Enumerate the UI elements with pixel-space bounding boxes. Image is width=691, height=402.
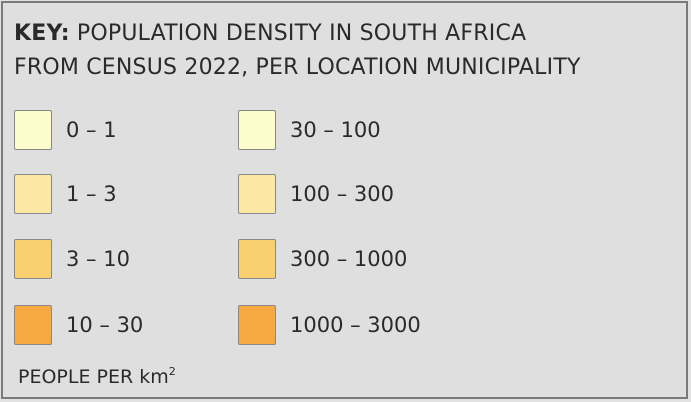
key-label: KEY: [14, 21, 70, 46]
legend-row-1000-3000: 1000 – 3000 [238, 305, 421, 345]
legend-row-30-100: 30 – 100 [238, 110, 381, 150]
legend-label: 10 – 30 [66, 313, 144, 337]
legend-swatch [14, 174, 52, 214]
legend-row-10-30: 10 – 30 [14, 305, 143, 345]
unit-note: PEOPLE PER km2 [18, 365, 176, 388]
legend-label: 30 – 100 [290, 118, 381, 142]
unit-note-text: PEOPLE PER km [18, 366, 169, 388]
legend-swatch [14, 305, 52, 345]
legend-label: 1 – 3 [66, 182, 117, 206]
legend-swatch [14, 239, 52, 279]
legend-swatch [14, 110, 52, 150]
legend-title-line-1: KEY: POPULATION DENSITY IN SOUTH AFRICA [14, 17, 686, 51]
legend-swatch [238, 305, 276, 345]
legend-label: 1000 – 3000 [290, 313, 421, 337]
legend-row-0-1: 0 – 1 [14, 110, 117, 150]
legend-label: 0 – 1 [66, 118, 117, 142]
legend-row-300-1000: 300 – 1000 [238, 239, 407, 279]
legend-label: 100 – 300 [290, 182, 395, 206]
legend-row-100-300: 100 – 300 [238, 174, 394, 214]
legend-swatch [238, 174, 276, 214]
legend-swatch [238, 110, 276, 150]
legend-swatch [238, 239, 276, 279]
legend-title-text: POPULATION DENSITY IN SOUTH AFRICA [69, 21, 527, 46]
legend-title-line-2: FROM CENSUS 2022, PER LOCATION MUNICIPAL… [14, 55, 581, 80]
legend-label: 300 – 1000 [290, 247, 408, 271]
unit-note-superscript: 2 [168, 365, 176, 378]
legend-label: 3 – 10 [66, 247, 130, 271]
legend-title: KEY: POPULATION DENSITY IN SOUTH AFRICA … [14, 17, 686, 85]
legend-row-3-10: 3 – 10 [14, 239, 130, 279]
legend-row-1-3: 1 – 3 [14, 174, 117, 214]
